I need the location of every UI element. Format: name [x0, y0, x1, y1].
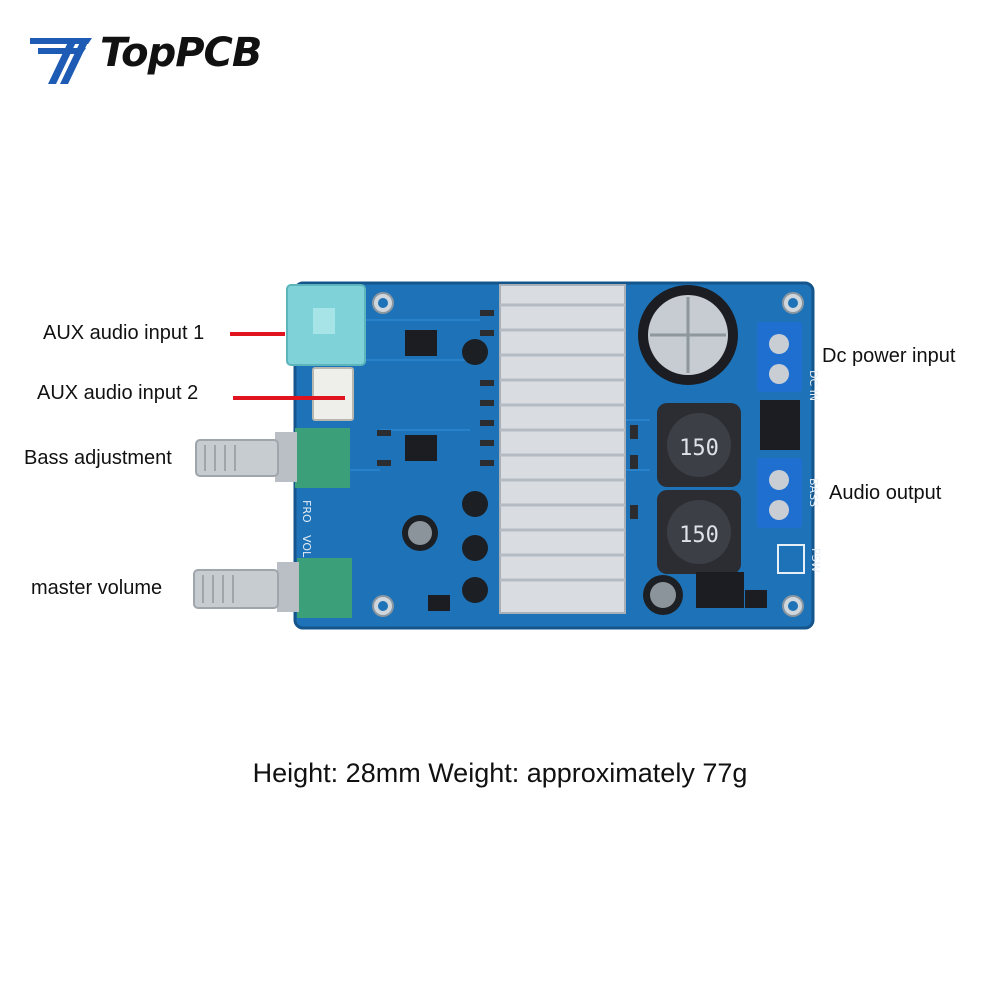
dc-label: Dc power input — [822, 345, 956, 367]
aux2-pointer — [233, 396, 345, 400]
aux2-label: AUX audio input 2 — [37, 382, 199, 404]
vol-silkscreen: VOL — [300, 535, 313, 558]
aux1-label: AUX audio input 1 — [43, 322, 205, 344]
inductor-1-label: 150 — [679, 436, 719, 461]
bass-pot-base — [295, 428, 350, 488]
dcin-silkscreen: DC IN — [807, 370, 820, 401]
fro-silkscreen: FRO — [300, 500, 313, 523]
volume-knob-shaft — [193, 569, 279, 609]
dc-terminal — [757, 322, 802, 392]
volume-label: master volume — [31, 577, 163, 599]
bass-label: Bass adjustment — [24, 447, 172, 469]
psw-silkscreen: PSW — [809, 548, 822, 573]
spec-text: Height: 28mm Weight: approximately 77g — [252, 758, 748, 788]
heatsink — [499, 284, 626, 614]
brand-name: TopPCB — [100, 30, 262, 76]
aux1-pointer — [230, 332, 285, 336]
inductor-2-label: 150 — [679, 523, 719, 548]
output-terminal — [757, 458, 802, 528]
aux2-connector — [312, 367, 354, 421]
bass-knob-shaft — [195, 439, 279, 477]
output-label: Audio output — [829, 482, 942, 504]
brand-logo-icon — [30, 38, 92, 84]
bass-silkscreen: BASS — [807, 478, 820, 507]
volume-pot-base — [297, 558, 352, 618]
